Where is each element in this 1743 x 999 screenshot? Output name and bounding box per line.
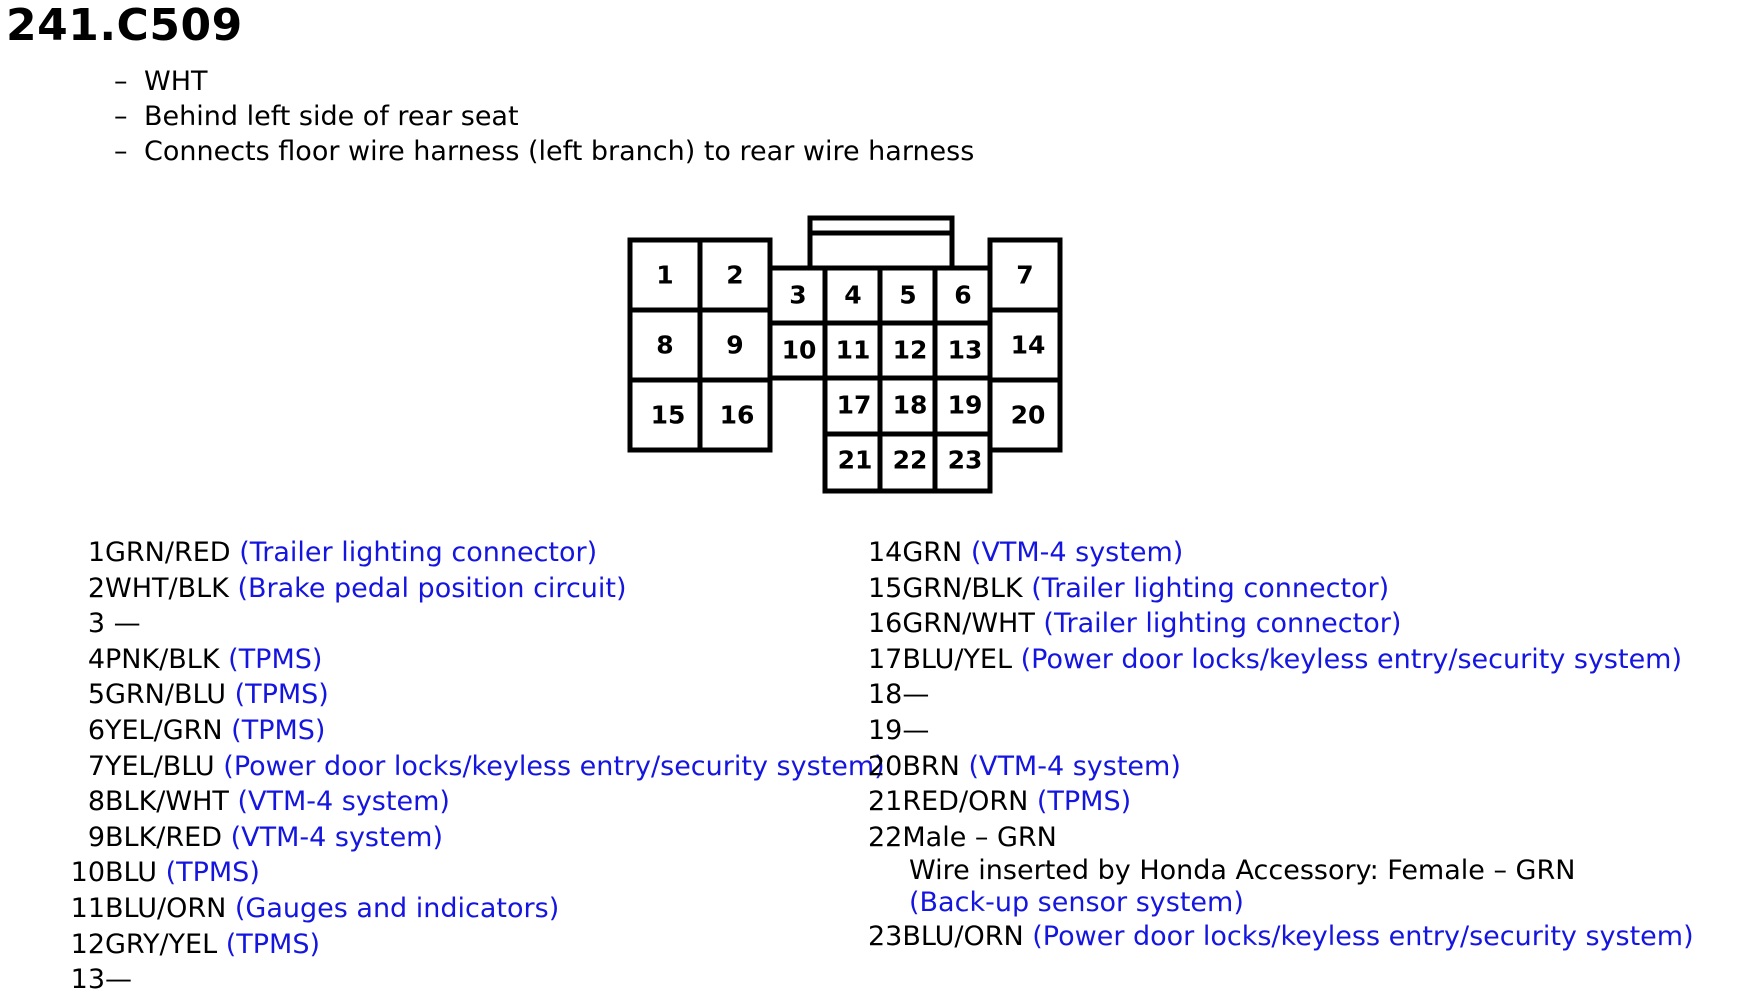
pin-17-label: 17 bbox=[837, 391, 872, 420]
pin-19-label: 19 bbox=[948, 391, 983, 420]
pin-7-label: 7 bbox=[1016, 261, 1033, 290]
pin-row: 15GRN/BLK (Trailer lighting connector) bbox=[868, 572, 1390, 604]
pin-11-label: 11 bbox=[836, 336, 871, 365]
pin-14-label: 14 bbox=[1011, 331, 1046, 360]
pin-22-accessory-note: Wire inserted by Honda Accessory: Female… bbox=[909, 855, 1576, 887]
pin-row: 3 — bbox=[87, 608, 141, 640]
pin-row: 10BLU (TPMS) bbox=[70, 857, 260, 889]
pin-13-label: 13 bbox=[948, 336, 983, 365]
pin-row: 21RED/ORN (TPMS) bbox=[868, 786, 1132, 818]
pin-16-label: 16 bbox=[720, 401, 755, 430]
pin-row: 8BLK/WHT (VTM-4 system) bbox=[87, 786, 450, 818]
pin-4-label: 4 bbox=[844, 281, 861, 310]
connector-notes: –WHT –Behind left side of rear seat –Con… bbox=[114, 64, 974, 169]
pin-row: 11BLU/ORN (Gauges and indicators) bbox=[70, 892, 560, 924]
pin-20-label: 20 bbox=[1011, 401, 1046, 430]
pin-row: 20BRN (VTM-4 system) bbox=[868, 750, 1181, 782]
pin-18-label: 18 bbox=[893, 391, 928, 420]
right-block-outline bbox=[987, 237, 1063, 453]
pin-6-label: 6 bbox=[954, 281, 971, 310]
pin-15-label: 15 bbox=[651, 401, 686, 430]
pin-row: 4PNK/BLK (TPMS) bbox=[87, 643, 323, 675]
pin-row: 9BLK/RED (VTM-4 system) bbox=[87, 821, 444, 853]
pin-row: 1GRN/RED (Trailer lighting connector) bbox=[87, 537, 598, 568]
pin-row: 2WHT/BLK (Brake pedal position circuit) bbox=[87, 572, 627, 604]
note-connection: –Connects floor wire harness (left branc… bbox=[114, 136, 975, 167]
pin-12-label: 12 bbox=[893, 336, 928, 365]
pin-row: 7YEL/BLU (Power door locks/keyless entry… bbox=[87, 750, 885, 782]
pin-row: 6YEL/GRN (TPMS) bbox=[87, 714, 326, 746]
pin-row: 19— bbox=[868, 714, 930, 746]
pin-22-label: 22 bbox=[893, 446, 928, 475]
pin-row: 12GRY/YEL (TPMS) bbox=[70, 928, 321, 960]
note-color: –WHT bbox=[114, 66, 208, 97]
pin-10-label: 10 bbox=[782, 336, 817, 365]
pin-list-right: 14GRN (VTM-4 system) 15GRN/BLK (Trailer … bbox=[868, 535, 1694, 955]
pin-9-label: 9 bbox=[726, 331, 743, 360]
pin-list-left: 1GRN/RED (Trailer lighting connector) 2W… bbox=[0, 535, 885, 998]
pin-row: 18— bbox=[868, 679, 930, 711]
pin-3-label: 3 bbox=[789, 281, 806, 310]
note-location: –Behind left side of rear seat bbox=[114, 101, 519, 132]
pin-row: 17BLU/YEL (Power door locks/keyless entr… bbox=[868, 643, 1683, 675]
connector-lock-tab bbox=[807, 215, 955, 271]
pin-row: 16GRN/WHT (Trailer lighting connector) bbox=[868, 608, 1402, 640]
pin-row: 22Male – GRN bbox=[868, 821, 1057, 853]
pin-row: 14GRN (VTM-4 system) bbox=[868, 537, 1184, 568]
pin-8-label: 8 bbox=[656, 331, 673, 360]
pin-1-label: 1 bbox=[656, 261, 673, 290]
pin-2-label: 2 bbox=[726, 261, 743, 290]
pin-21-label: 21 bbox=[838, 446, 873, 475]
pin-5-label: 5 bbox=[899, 281, 916, 310]
pin-row: 5GRN/BLU (TPMS) bbox=[87, 679, 329, 711]
pin-row: 13— bbox=[70, 964, 132, 996]
pin-row: 23BLU/ORN (Power door locks/keyless entr… bbox=[868, 921, 1694, 953]
pin-22-accessory-desc: (Back-up sensor system) bbox=[909, 887, 1244, 919]
connector-title: 241.C509 bbox=[6, 0, 243, 51]
pin-23-label: 23 bbox=[948, 446, 983, 475]
